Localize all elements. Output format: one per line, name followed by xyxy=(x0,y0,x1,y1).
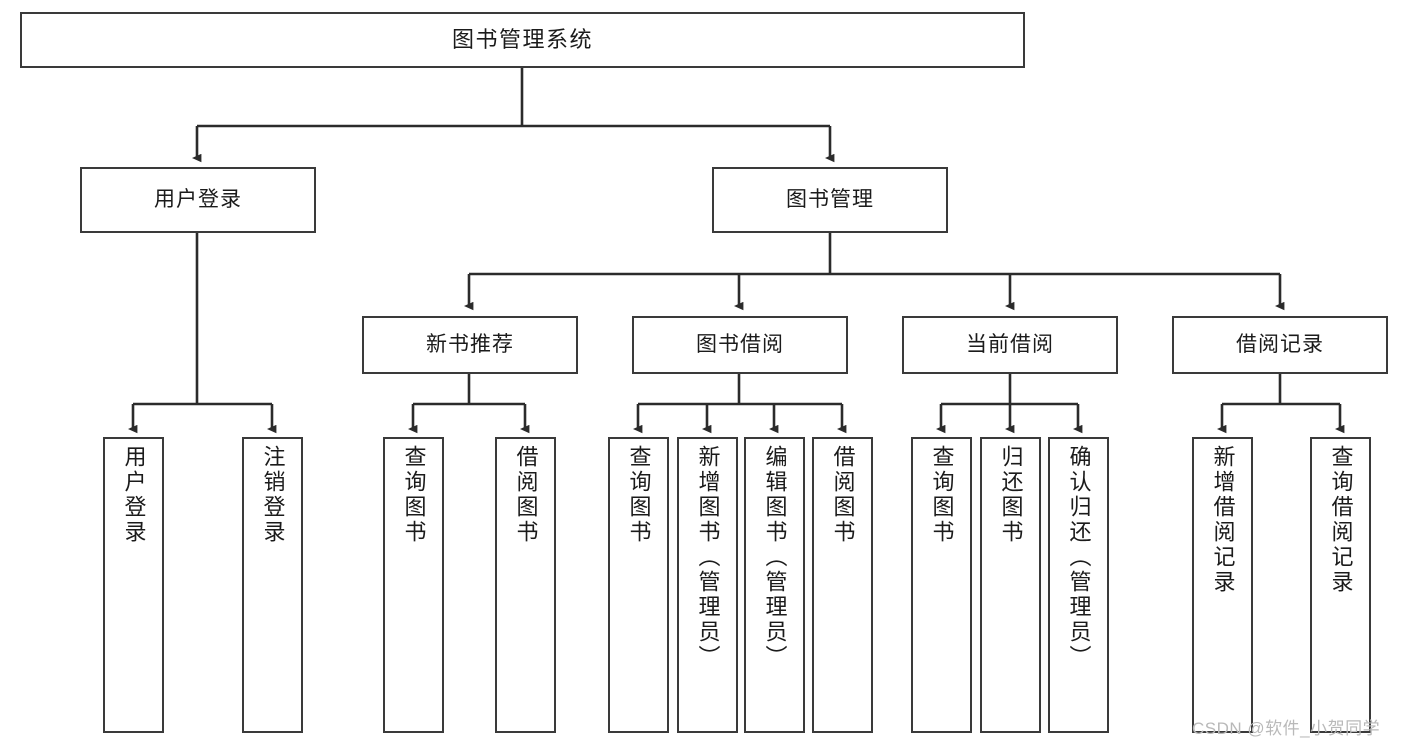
node-leaf-query-book-1[interactable]: 查询图书 xyxy=(383,437,444,733)
node-leaf-return-book[interactable]: 归还图书 xyxy=(980,437,1041,733)
node-leaf-query-record[interactable]: 查询借阅记录 xyxy=(1310,437,1371,733)
node-borrow-record[interactable]: 借阅记录 xyxy=(1172,316,1388,374)
node-leaf-user-login-label: 用户登录 xyxy=(121,445,147,545)
node-new-book-rec-label: 新书推荐 xyxy=(426,333,514,357)
node-current-borrow-label: 当前借阅 xyxy=(966,333,1054,357)
node-leaf-query-book-1-label: 查询图书 xyxy=(401,445,427,545)
node-leaf-query-book-3[interactable]: 查询图书 xyxy=(911,437,972,733)
node-book-borrow[interactable]: 图书借阅 xyxy=(632,316,848,374)
node-leaf-query-book-3-label: 查询图书 xyxy=(929,445,955,545)
node-new-book-rec[interactable]: 新书推荐 xyxy=(362,316,578,374)
node-leaf-query-record-label: 查询借阅记录 xyxy=(1328,445,1354,595)
node-leaf-edit-book[interactable]: 编辑图书（管理员） xyxy=(744,437,805,733)
node-borrow-record-label: 借阅记录 xyxy=(1236,333,1324,357)
node-leaf-borrow-book-1-label: 借阅图书 xyxy=(513,445,539,545)
node-leaf-borrow-book-1[interactable]: 借阅图书 xyxy=(495,437,556,733)
node-book-manage-label: 图书管理 xyxy=(786,188,874,212)
node-leaf-query-book-2-label: 查询图书 xyxy=(626,445,652,545)
node-leaf-query-book-2[interactable]: 查询图书 xyxy=(608,437,669,733)
node-leaf-logout-label: 注销登录 xyxy=(260,445,286,545)
node-leaf-borrow-book-2[interactable]: 借阅图书 xyxy=(812,437,873,733)
node-leaf-confirm-return-label: 确认归还（管理员） xyxy=(1066,445,1092,670)
node-leaf-add-record[interactable]: 新增借阅记录 xyxy=(1192,437,1253,733)
node-leaf-confirm-return[interactable]: 确认归还（管理员） xyxy=(1048,437,1109,733)
node-leaf-add-book-label: 新增图书（管理员） xyxy=(695,445,721,670)
node-book-borrow-label: 图书借阅 xyxy=(696,333,784,357)
node-book-manage[interactable]: 图书管理 xyxy=(712,167,948,233)
node-leaf-return-book-label: 归还图书 xyxy=(998,445,1024,545)
node-leaf-borrow-book-2-label: 借阅图书 xyxy=(830,445,856,545)
node-current-borrow[interactable]: 当前借阅 xyxy=(902,316,1118,374)
node-leaf-add-book[interactable]: 新增图书（管理员） xyxy=(677,437,738,733)
node-user-login[interactable]: 用户登录 xyxy=(80,167,316,233)
node-leaf-edit-book-label: 编辑图书（管理员） xyxy=(762,445,788,670)
watermark-text: CSDN @软件_小贺同学 xyxy=(1192,719,1381,738)
node-root[interactable]: 图书管理系统 xyxy=(20,12,1025,68)
node-root-label: 图书管理系统 xyxy=(451,26,593,52)
node-leaf-add-record-label: 新增借阅记录 xyxy=(1210,445,1236,595)
node-leaf-user-login[interactable]: 用户登录 xyxy=(103,437,164,733)
node-user-login-label: 用户登录 xyxy=(154,188,242,212)
node-leaf-logout[interactable]: 注销登录 xyxy=(242,437,303,733)
